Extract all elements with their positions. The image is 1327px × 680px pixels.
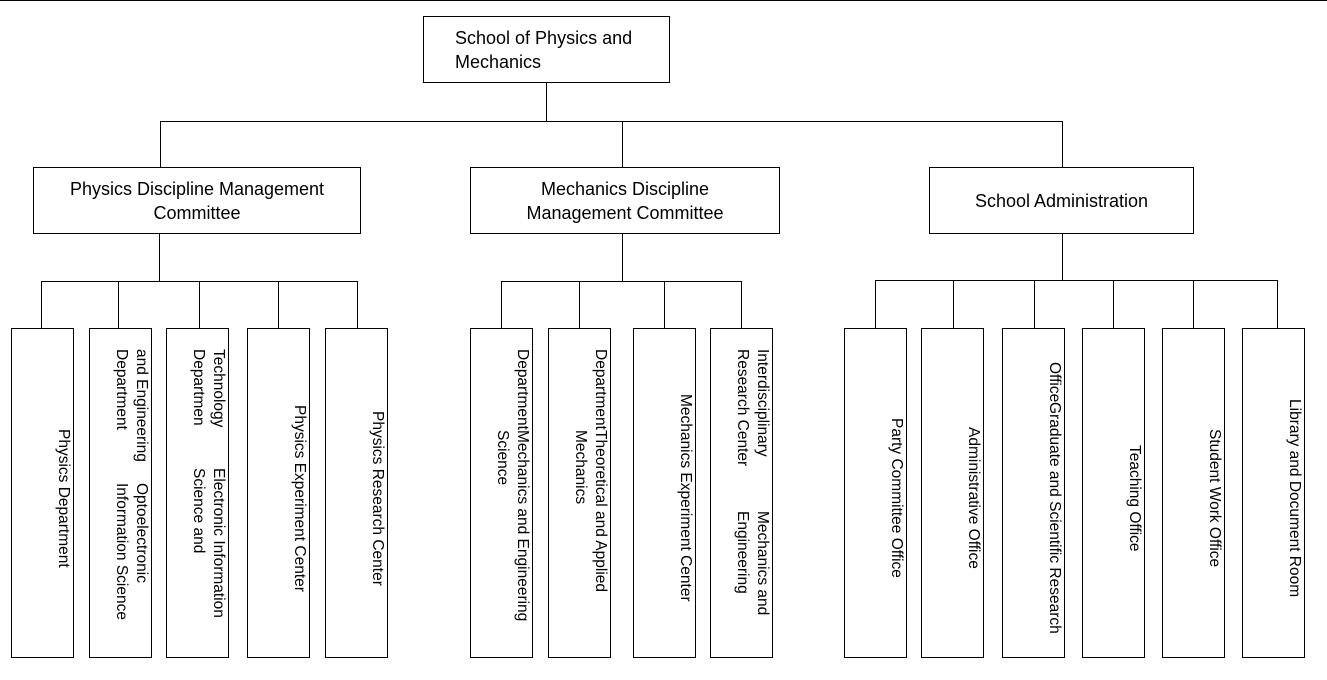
connector-line	[199, 281, 200, 328]
unit-label: Mechanics Experiment Center	[677, 394, 694, 602]
connector-line	[1193, 280, 1194, 328]
committee-admin-label: School Administration	[974, 190, 1149, 211]
unit-label: Office	[1046, 362, 1063, 403]
unit-label: Mechanics and Engineering	[734, 511, 771, 616]
connector-line	[1062, 234, 1063, 281]
unit-label: Physics Department	[55, 428, 72, 568]
unit-physics-department: Physics Department	[11, 328, 74, 658]
unit-label: Administrative Office	[965, 427, 982, 569]
connector-line	[1062, 121, 1063, 167]
connector-line	[875, 280, 876, 328]
unit-label: Physics Experiment Center	[291, 404, 308, 592]
unit-label: Library and Document Room	[1286, 398, 1303, 598]
connector-line	[160, 121, 161, 168]
connector-line	[501, 281, 502, 328]
unit-library-document-room: Library and Document Room	[1242, 328, 1305, 658]
connector-line	[357, 281, 358, 328]
unit-label: Electronic Information Science and	[190, 468, 227, 618]
connector-line	[664, 281, 665, 328]
unit-label: Student Work Office	[1206, 428, 1223, 568]
connector-line	[278, 281, 279, 328]
unit-optoelectronic-department: Optoelectronic Information Science and En…	[89, 328, 152, 658]
unit-label: Graduate and Scientific Research	[1046, 402, 1063, 634]
connector-line	[159, 234, 160, 282]
connector-line	[1277, 280, 1278, 328]
unit-label: Teaching Office	[1126, 444, 1143, 552]
connector-line	[579, 281, 580, 328]
root-box: School of Physics and Mechanics	[423, 16, 670, 83]
connector-line	[622, 121, 623, 167]
unit-mechanics-interdisciplinary-research-center: Mechanics and Engineering Interdisciplina…	[710, 328, 773, 658]
connector-line	[118, 281, 119, 328]
unit-mechanics-experiment-center: Mechanics Experiment Center	[633, 328, 696, 658]
unit-label: Physics Research Center	[369, 410, 386, 586]
committee-mechanics-label: Mechanics Discipline Management Committe…	[526, 178, 724, 223]
unit-party-committee-office: Party Committee Office	[844, 328, 907, 658]
unit-label: Department	[592, 349, 609, 430]
committee-physics-box: Physics Discipline Management Committee	[33, 167, 361, 234]
connector-line	[1034, 280, 1035, 328]
unit-student-work-office: Student Work Office	[1162, 328, 1225, 658]
connector-line	[1113, 280, 1114, 328]
unit-label: Department	[514, 349, 531, 430]
unit-label: and Engineering Department	[113, 349, 150, 462]
connector-line	[546, 82, 547, 122]
committee-mechanics-box: Mechanics Discipline Management Committe…	[470, 167, 780, 234]
unit-physics-research-center: Physics Research Center	[325, 328, 388, 658]
unit-physics-experiment-center: Physics Experiment Center	[247, 328, 310, 658]
connector-line	[741, 281, 742, 328]
unit-label: Party Committee Office	[888, 418, 905, 578]
root-label: School of Physics and Mechanics	[455, 27, 633, 72]
unit-label: Optoelectronic Information Science	[113, 483, 150, 621]
connector-line	[41, 281, 42, 328]
connector-line	[501, 281, 742, 282]
unit-administrative-office: Administrative Office	[921, 328, 984, 658]
unit-label: Interdisciplinary Research Center	[734, 349, 771, 467]
connector-line	[875, 280, 1278, 281]
top-border-line	[0, 0, 1327, 1]
unit-electronic-information-department: Electronic Information Science and Techno…	[166, 328, 229, 658]
committee-admin-box: School Administration	[929, 167, 1194, 234]
unit-label: Technology Departmen	[190, 349, 227, 428]
connector-line	[953, 280, 954, 328]
committee-physics-label: Physics Discipline Management Committee	[69, 178, 325, 223]
connector-line	[622, 234, 623, 282]
connector-line	[160, 121, 1063, 122]
unit-label: Mechanics and Engineering Science	[494, 429, 531, 622]
unit-label: Theoretical and Applied Mechanics	[572, 429, 609, 592]
unit-teaching-office: Teaching Office	[1082, 328, 1145, 658]
